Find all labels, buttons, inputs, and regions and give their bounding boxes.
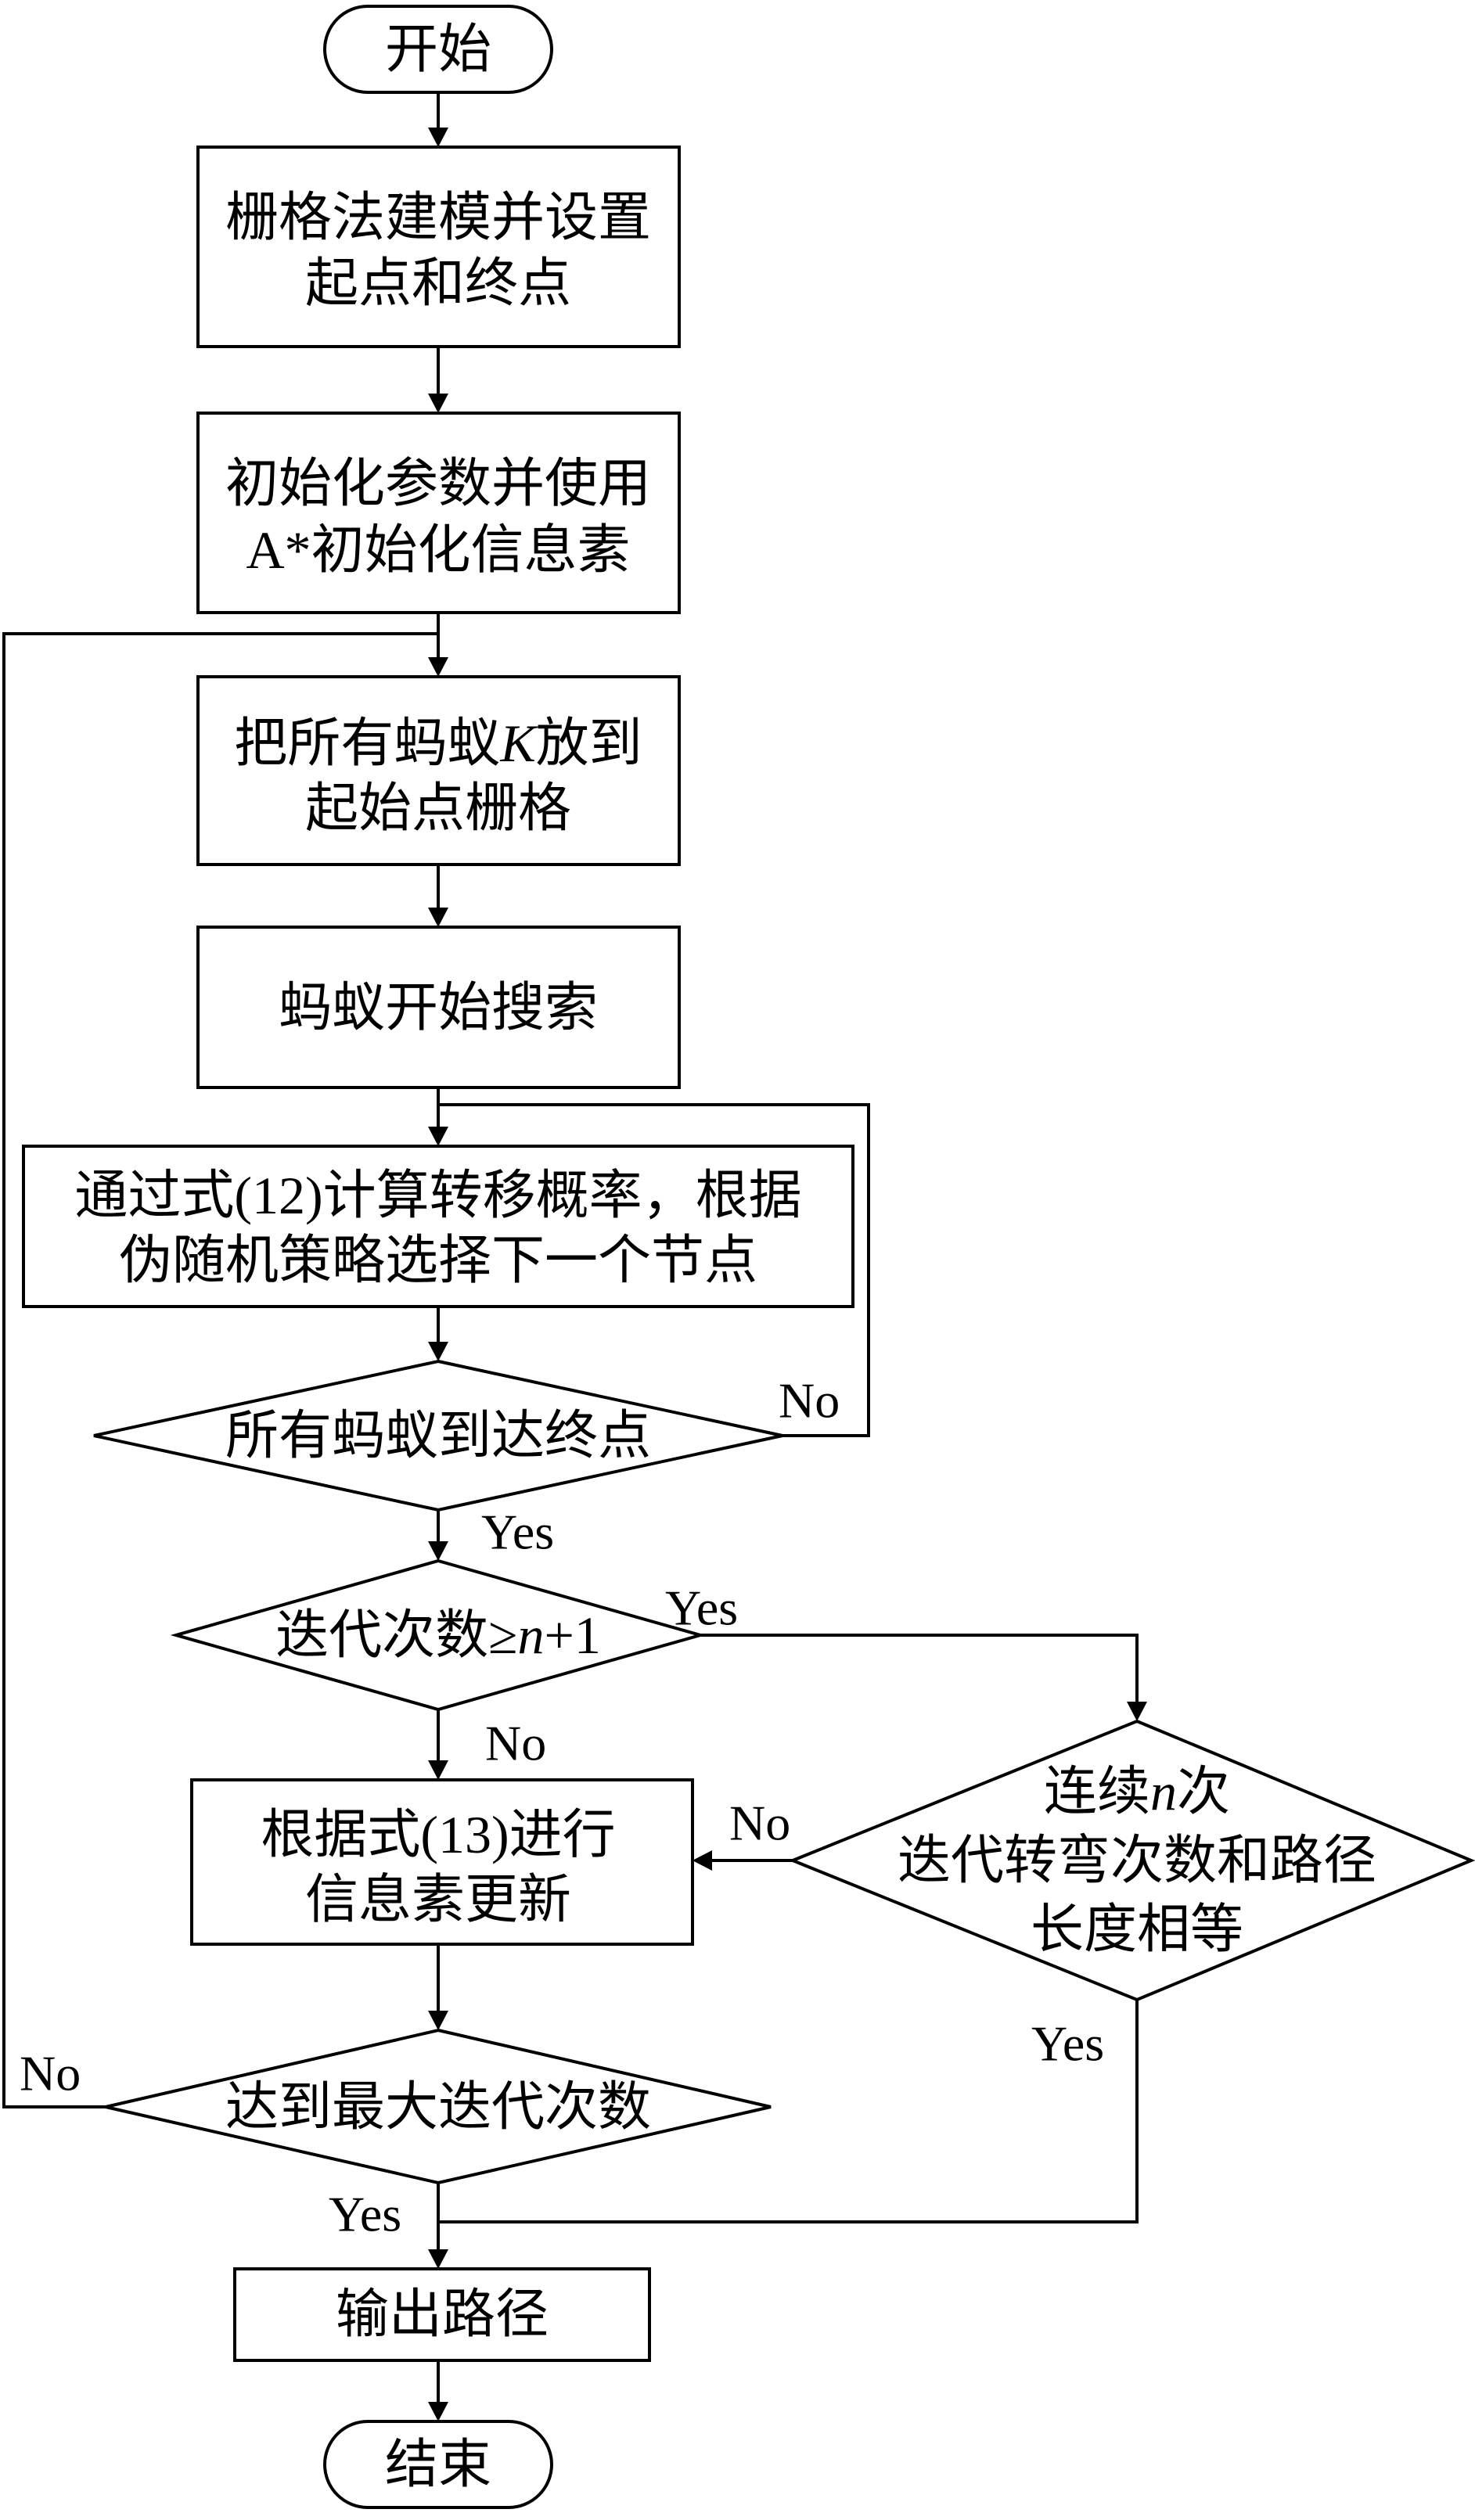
pheromone-update-line2: 信息素更新 [305,1870,571,1929]
init-params-line1: 初始化参数并使用 [225,454,651,513]
end-label: 结束 [385,2435,491,2494]
transfer-probability-line1: 通过式(12)计算转移概率，根据 [74,1166,801,1225]
process-place-ants [196,675,681,866]
process-grid-modeling [196,146,681,348]
grid-modeling-line1: 栅格法建模并设置 [225,188,651,247]
decision4-yes-label: Yes [329,2187,401,2242]
transfer-probability-line2: 伪随机策略选择下一个节点 [119,1231,757,1290]
process-output-path [233,2267,651,2362]
max-iterations-label: 达到最大迭代次数 [225,2077,651,2137]
decision1-yes-label: Yes [481,1504,554,1560]
decision3-no-label: No [729,1796,790,1851]
all-ants-arrived-label: 所有蚂蚁到达终点 [225,1406,651,1465]
decision3-yes-label: Yes [1031,2016,1104,2072]
consecutive-equal-line1: 连续n次 [1044,1762,1230,1821]
consecutive-equal-line3: 长度相等 [1031,1900,1243,1959]
process-pheromone-update [190,1778,694,1946]
decision4-no-label: No [20,2046,81,2101]
decision2-yes-label: Yes [665,1580,738,1636]
output-path-label: 输出路径 [336,2285,549,2344]
arrowheads [428,128,1147,2421]
ants-search-label: 蚂蚁开始搜索 [279,978,598,1037]
pheromone-update-line1: 根据式(13)进行 [261,1805,615,1864]
decision1-no-label: No [779,1373,840,1429]
init-params-line2: A*初始化信息素 [246,520,630,580]
connectors [2,92,1139,2403]
consecutive-equal-line2: 迭代转弯次数和路径 [898,1831,1376,1890]
iteration-count-label: 迭代次数≥n+1 [275,1605,601,1665]
start-label: 开始 [385,20,491,79]
place-ants-line2: 起始点栅格 [305,778,571,838]
decision2-no-label: No [485,1716,546,1771]
process-init-params [196,412,681,614]
grid-modeling-line2: 起点和终点 [305,253,571,313]
place-ants-line1: 把所有蚂蚁K放到 [234,714,642,773]
